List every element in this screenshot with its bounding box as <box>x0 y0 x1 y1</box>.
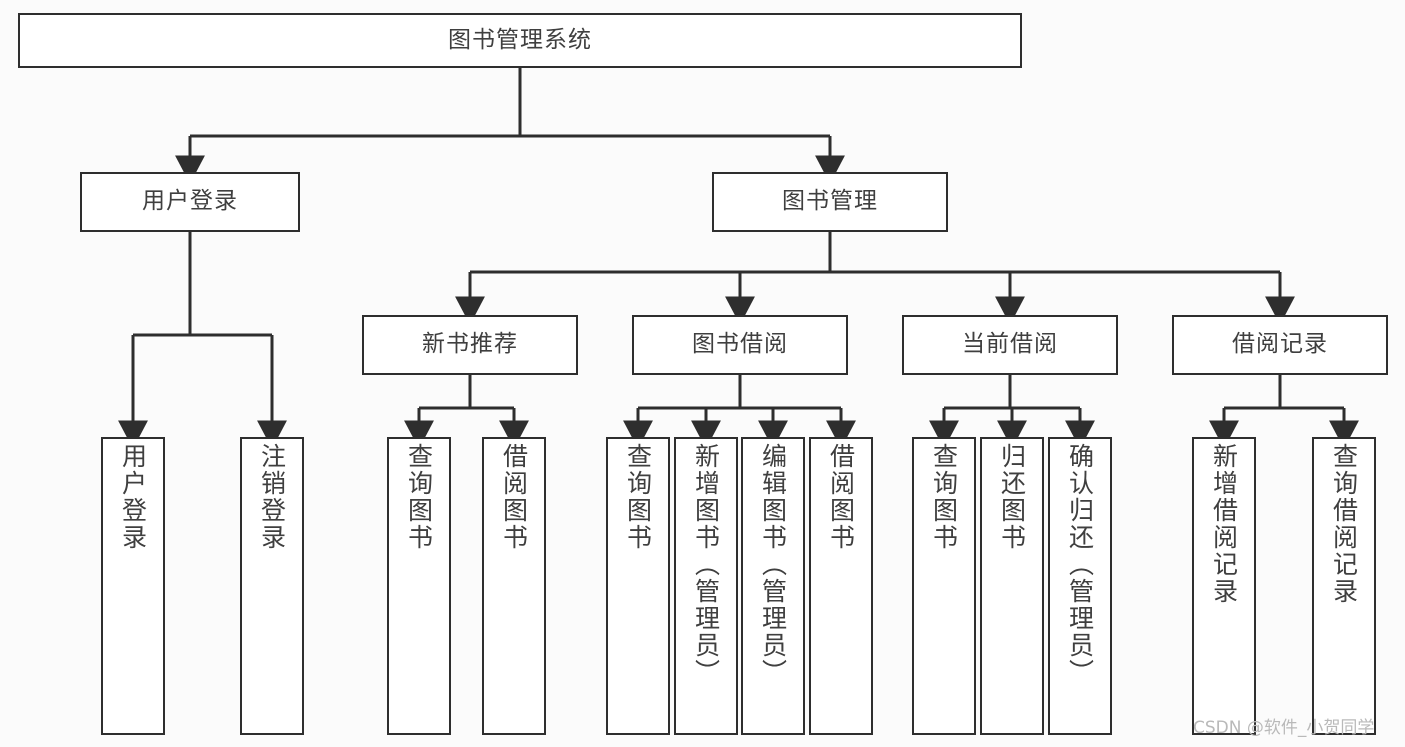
leaf-search-borrow-record[interactable]: 查询借阅记录 <box>1312 437 1376 735</box>
node-user-login[interactable]: 用户登录 <box>80 172 300 232</box>
leaf-search-books-rec[interactable]: 查询图书 <box>387 437 451 735</box>
leaf-add-book-admin[interactable]: 新增图书（管理员） <box>674 437 738 735</box>
leaf-borrow-books[interactable]: 借阅图书 <box>809 437 873 735</box>
node-label: 归还图书 <box>997 443 1027 551</box>
leaf-search-books-current[interactable]: 查询图书 <box>912 437 976 735</box>
leaf-borrow-books-rec[interactable]: 借阅图书 <box>482 437 546 735</box>
node-label: 借阅图书 <box>499 443 529 551</box>
node-label: 新书推荐 <box>422 331 518 358</box>
node-borrowing-records[interactable]: 借阅记录 <box>1172 315 1388 375</box>
leaf-confirm-return-admin[interactable]: 确认归还（管理员） <box>1048 437 1112 735</box>
node-label: 图书借阅 <box>692 331 788 358</box>
node-label: 借阅记录 <box>1232 331 1328 358</box>
leaf-return-books[interactable]: 归还图书 <box>980 437 1044 735</box>
node-label: 查询图书 <box>623 443 653 551</box>
node-label: 编辑图书（管理员） <box>758 443 788 686</box>
leaf-search-books-borrow[interactable]: 查询图书 <box>606 437 670 735</box>
node-label: 注销登录 <box>257 443 287 551</box>
node-label: 查询图书 <box>404 443 434 551</box>
node-book-management[interactable]: 图书管理 <box>712 172 948 232</box>
node-label: 用户登录 <box>142 188 238 215</box>
node-current-borrowing[interactable]: 当前借阅 <box>902 315 1118 375</box>
node-book-borrowing[interactable]: 图书借阅 <box>632 315 848 375</box>
node-root-book-management-system[interactable]: 图书管理系统 <box>18 13 1022 68</box>
node-label: 新增借阅记录 <box>1209 443 1239 605</box>
node-label: 图书管理系统 <box>448 26 592 53</box>
node-label: 确认归还（管理员） <box>1065 443 1095 686</box>
leaf-edit-book-admin[interactable]: 编辑图书（管理员） <box>741 437 805 735</box>
node-new-book-recommendation[interactable]: 新书推荐 <box>362 315 578 375</box>
node-label: 图书管理 <box>782 188 878 215</box>
leaf-user-login[interactable]: 用户登录 <box>101 437 165 735</box>
node-label: 查询借阅记录 <box>1329 443 1359 605</box>
node-label: 当前借阅 <box>962 331 1058 358</box>
leaf-add-borrow-record[interactable]: 新增借阅记录 <box>1192 437 1256 735</box>
node-label: 新增图书（管理员） <box>691 443 721 686</box>
leaf-logout[interactable]: 注销登录 <box>240 437 304 735</box>
node-label: 借阅图书 <box>826 443 856 551</box>
node-label: 用户登录 <box>118 443 148 551</box>
node-label: 查询图书 <box>929 443 959 551</box>
